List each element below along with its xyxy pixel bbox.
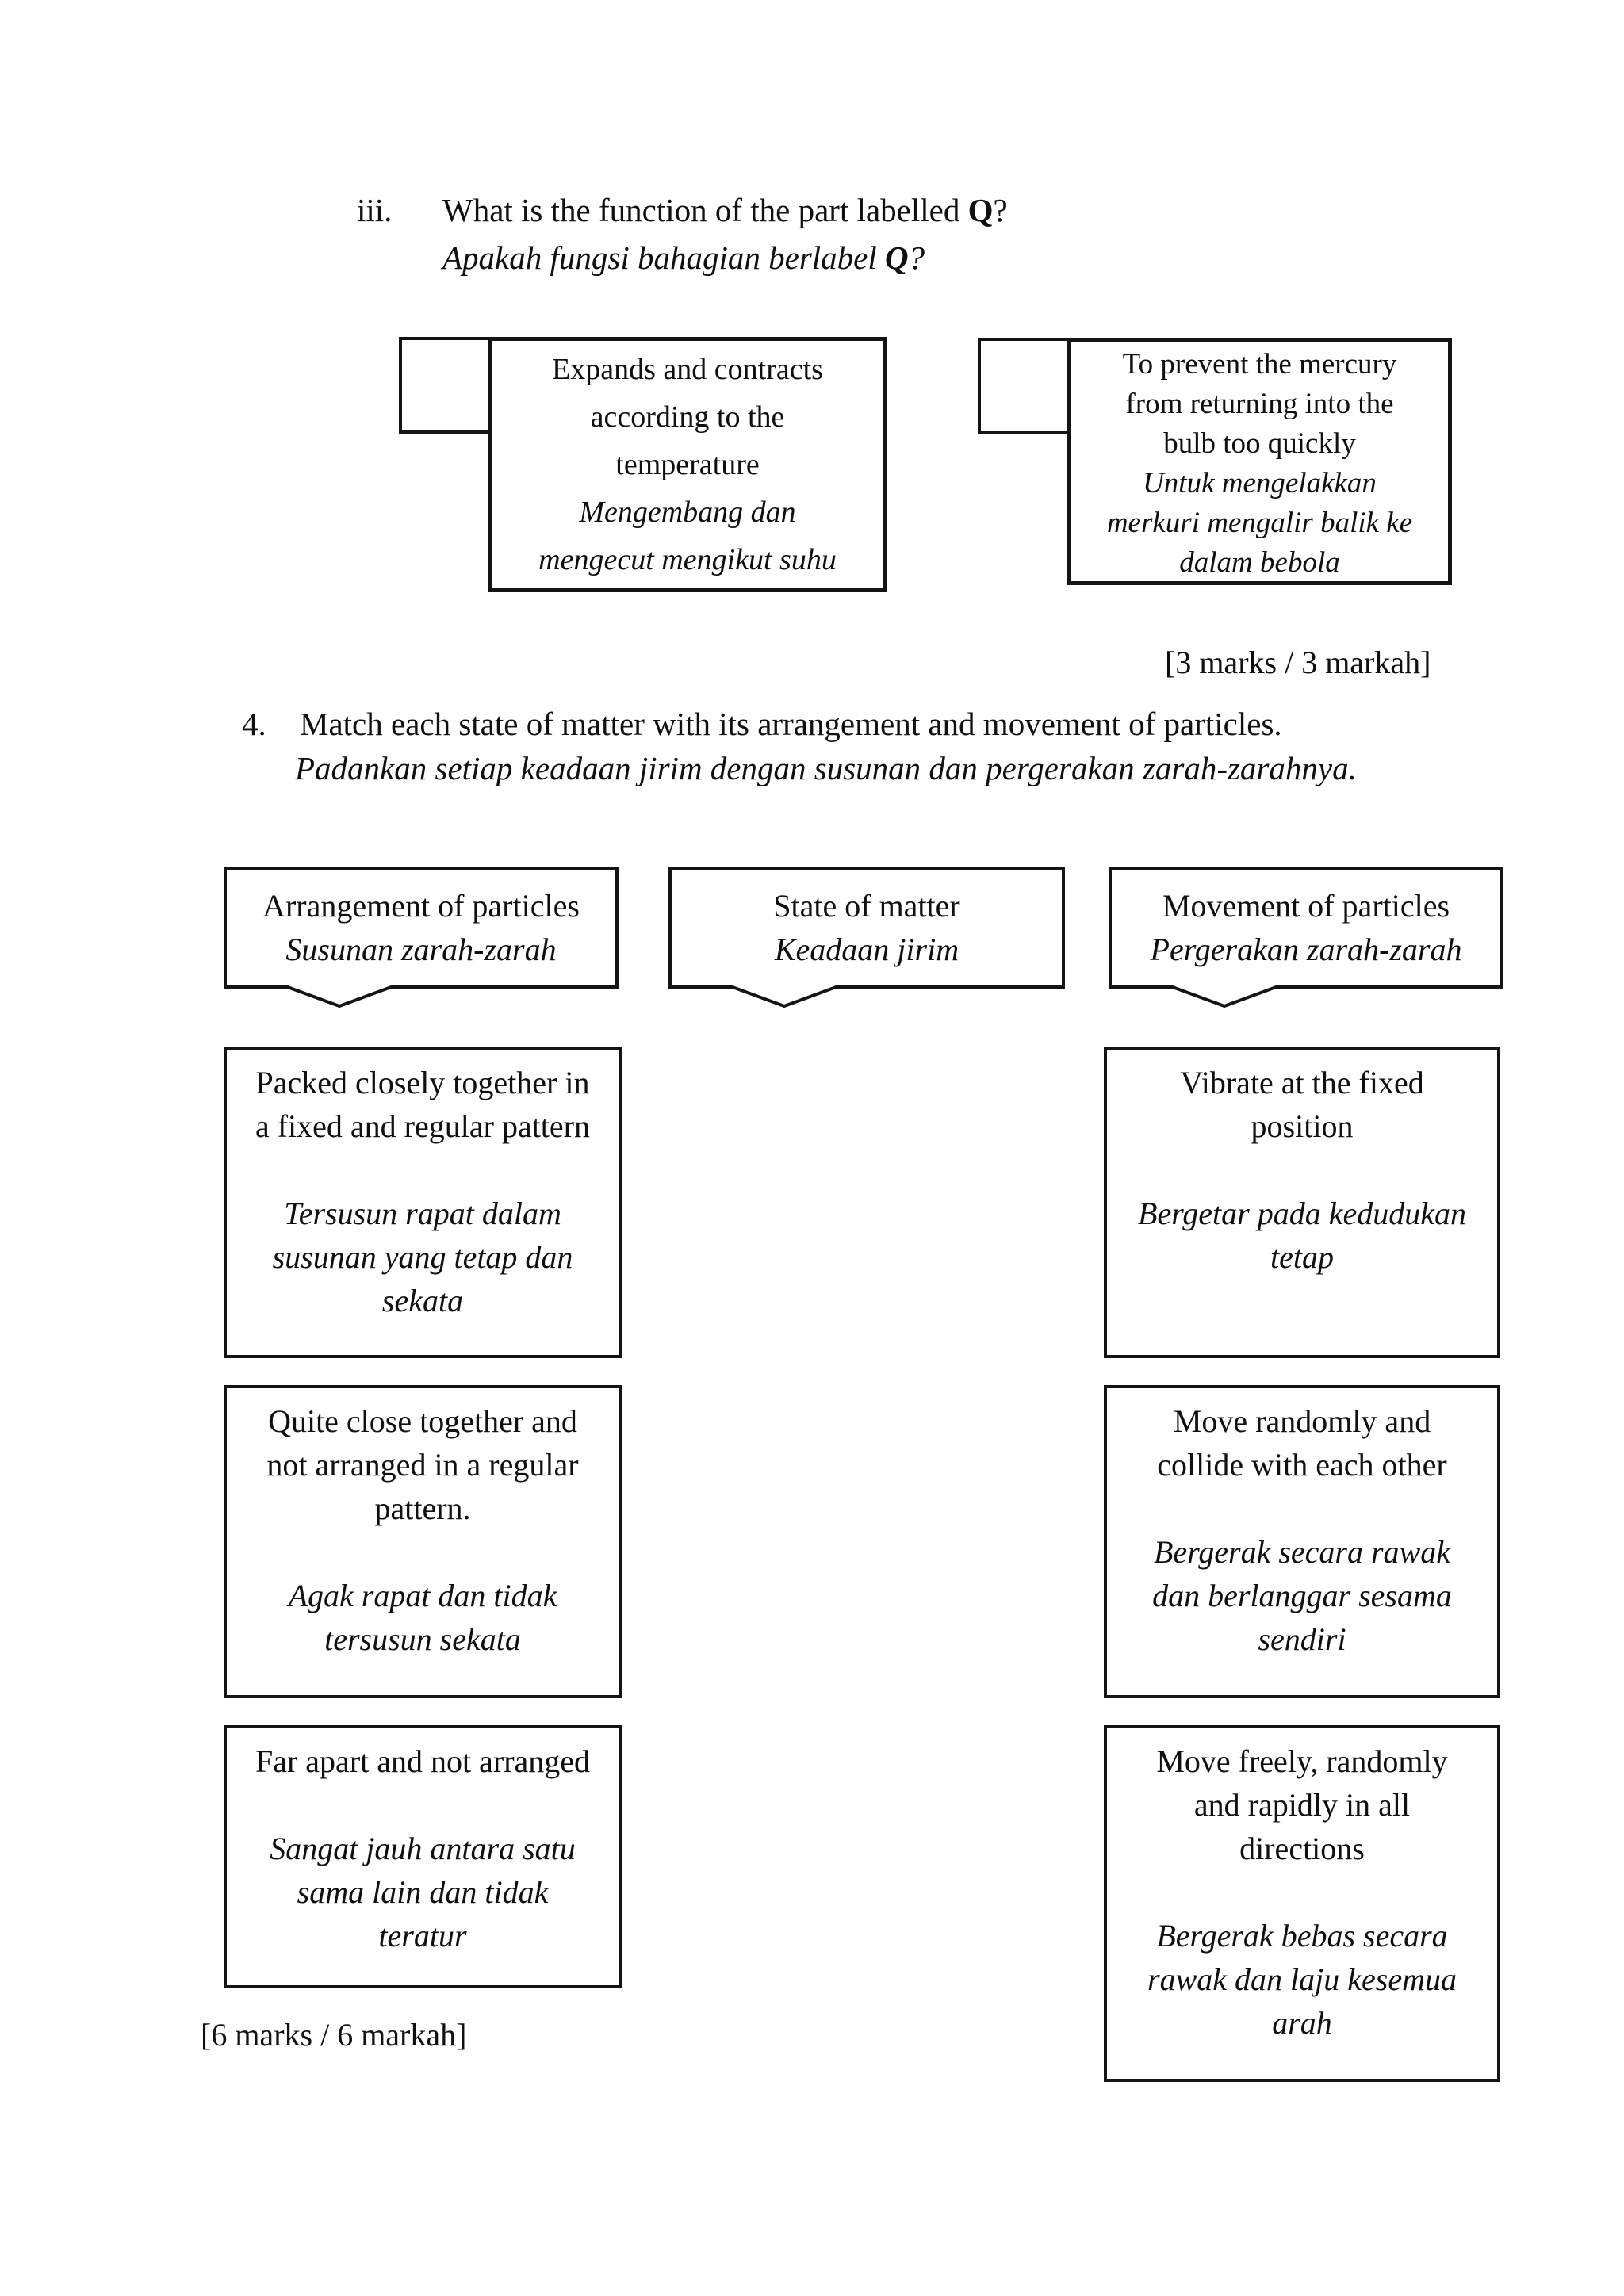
cell-line: not arranged in a regular [266, 1447, 579, 1483]
header-movement-en: Movement of particles [1162, 888, 1450, 924]
answer-a-line: Expands and contracts [552, 353, 823, 386]
question-iii-q-bold: Q [967, 192, 994, 228]
cell-line-ms: Tersusun rapat dalam [284, 1196, 561, 1231]
header-state-en: State of matter [773, 888, 960, 924]
header-arrangement-en: Arrangement of particles [262, 888, 580, 924]
marks-3-label: [3 marks / 3 markah] [1165, 645, 1431, 680]
question-4-line-en: 4. Match each state of matter with its ar… [242, 704, 1282, 744]
answer-a-line-ms: Mengembang dan [579, 496, 796, 529]
cell-line-ms: arah [1272, 2005, 1332, 2041]
question-iii-qmark-ms: ? [908, 239, 925, 276]
cell-line-ms: dan berlanggar sesama [1152, 1578, 1452, 1613]
cell-line: and rapidly in all [1193, 1787, 1411, 1823]
question-iii-text-en: What is the function of the part labelle… [442, 192, 968, 228]
cell-line: Quite close together and [268, 1403, 577, 1439]
header-state: State of matter Keadaan jirim [668, 867, 1065, 1008]
arrangement-item-liquid: Quite close together and not arranged in… [224, 1385, 622, 1698]
cell-line: Move freely, randomly [1156, 1743, 1448, 1779]
header-state-ms: Keadaan jirim [774, 932, 959, 967]
cell-line: Packed closely together in [255, 1065, 590, 1100]
movement-item-gas: Move freely, randomly and rapidly in all… [1104, 1725, 1500, 2082]
cell-line: collide with each other [1157, 1447, 1447, 1483]
cell-line-ms: tersusun sekata [324, 1621, 521, 1657]
question-iii-q-bold-ms: Q [885, 239, 909, 276]
cell-line-ms: sama lain dan tidak [297, 1874, 549, 1910]
answer-checkbox-a[interactable] [399, 337, 488, 434]
answer-b-line: To prevent the mercury [1122, 348, 1397, 381]
question-iii-line-en: iii. What is the function of the part lab… [357, 190, 1008, 230]
answer-box-b: To prevent the mercury from returning in… [1067, 338, 1452, 585]
answer-b-line: from returning into the [1125, 388, 1394, 420]
cell-line-ms: Bergerak secara rawak [1154, 1534, 1450, 1570]
arrangement-item-gas: Far apart and not arranged Sangat jauh a… [224, 1725, 622, 1988]
movement-item-liquid: Move randomly and collide with each othe… [1104, 1385, 1500, 1698]
cell-line-ms: Sangat jauh antara satu [270, 1831, 576, 1866]
cell-line: directions [1239, 1831, 1365, 1866]
header-arrangement: Arrangement of particles Susunan zarah-z… [224, 867, 619, 1008]
spacer [227, 1783, 619, 1827]
cell-line-ms: sendiri [1258, 1621, 1346, 1657]
spacer [1107, 1148, 1497, 1192]
answer-b-line-ms: Untuk mengelakkan [1143, 467, 1377, 499]
question-4-number: 4. [242, 706, 266, 742]
question-iii-text-ms: Apakah fungsi bahagian berlabel [442, 239, 886, 276]
cell-line: Far apart and not arranged [255, 1743, 591, 1779]
answer-b-line-ms: merkuri mengalir balik ke [1106, 507, 1413, 539]
cell-line-ms: Bergerak bebas secara [1156, 1918, 1448, 1954]
header-movement: Movement of particles Pergerakan zarah-z… [1109, 867, 1503, 1008]
cell-line-ms: tetap [1270, 1239, 1334, 1275]
cell-line: Move randomly and [1173, 1403, 1431, 1439]
answer-b-line: bulb too quickly [1163, 427, 1356, 460]
cell-line: position [1251, 1108, 1354, 1144]
question-iii-qmark: ? [993, 192, 1008, 228]
question-iii-line-ms: Apakah fungsi bahagian berlabel Q? [442, 238, 925, 277]
question-4-line-ms: Padankan setiap keadaan jirim dengan sus… [295, 750, 1357, 786]
answer-a-line: according to the [590, 400, 785, 434]
marks-6-label: [6 marks / 6 markah] [201, 2017, 467, 2053]
cell-line-ms: sekata [381, 1283, 464, 1318]
cell-line-ms: Bergetar pada kedudukan [1138, 1196, 1466, 1231]
spacer [1107, 1487, 1497, 1530]
cell-line-ms: teratur [378, 1918, 467, 1954]
callout-tail-icon [285, 985, 394, 1008]
cell-line: pattern. [374, 1490, 471, 1526]
cell-line-ms: Agak rapat dan tidak [288, 1578, 557, 1613]
cell-line-ms: rawak dan laju kesemua [1147, 1961, 1457, 1997]
answer-a-line: temperature [615, 448, 760, 481]
cell-line-ms: susunan yang tetap dan [272, 1239, 573, 1275]
spacer [1107, 1870, 1497, 1914]
question-iii-number: iii. [357, 192, 393, 228]
cell-line: Vibrate at the fixed [1180, 1065, 1424, 1100]
answer-box-a: Expands and contracts according to the t… [488, 337, 887, 592]
spacer [227, 1148, 619, 1192]
spacer [227, 1530, 619, 1574]
answer-a-line-ms: mengecut mengikut suhu [538, 543, 837, 576]
answer-b-line-ms: dalam bebola [1179, 546, 1340, 579]
answer-checkbox-b[interactable] [978, 338, 1067, 434]
arrangement-item-solid: Packed closely together in a fixed and r… [224, 1047, 622, 1358]
movement-item-solid: Vibrate at the fixed position Bergetar p… [1104, 1047, 1500, 1358]
callout-tail-icon [1170, 985, 1279, 1008]
callout-tail-icon [730, 985, 839, 1008]
cell-line: a fixed and regular pattern [255, 1108, 590, 1144]
header-movement-ms: Pergerakan zarah-zarah [1150, 932, 1462, 967]
question-4-text-en: Match each state of matter with its arra… [300, 706, 1282, 742]
header-arrangement-ms: Susunan zarah-zarah [285, 932, 557, 967]
